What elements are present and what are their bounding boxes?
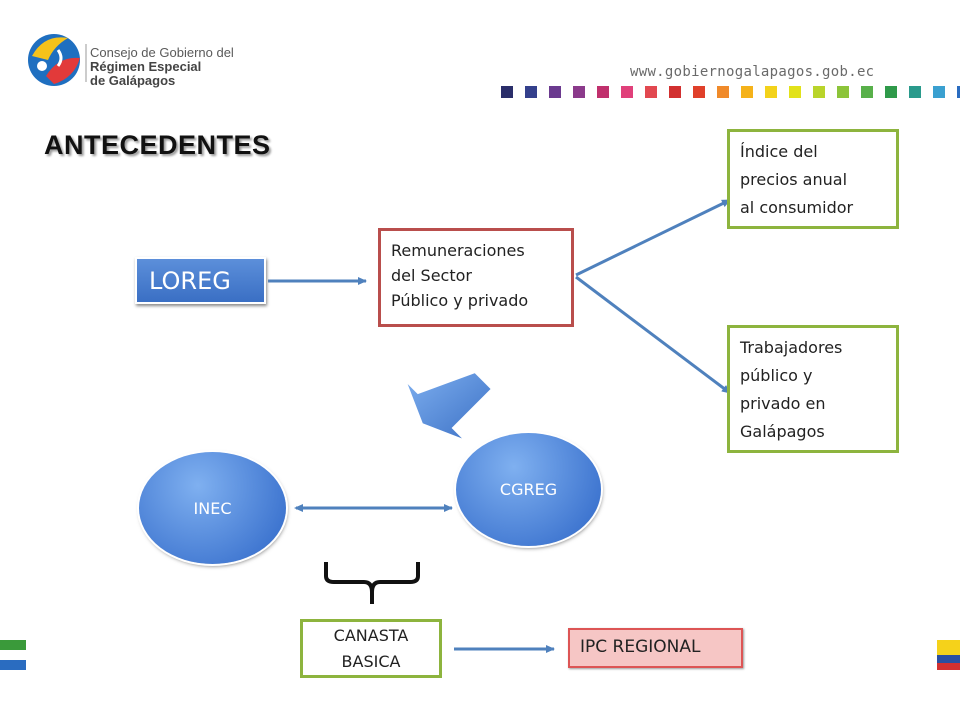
remuneraciones-line-1: Remuneraciones	[391, 241, 525, 260]
logo-emblem	[28, 34, 87, 86]
cgreg-circle: CGREG	[456, 433, 601, 546]
color-square	[861, 86, 873, 98]
trabajadores-line-2: público y	[740, 366, 813, 385]
color-square	[885, 86, 897, 98]
loreg-box: LOREG	[135, 257, 266, 304]
color-square	[717, 86, 729, 98]
color-square	[813, 86, 825, 98]
trabajadores-box: Trabajadores público y privado en Galápa…	[727, 325, 899, 453]
color-square	[669, 86, 681, 98]
color-square	[525, 86, 537, 98]
trabajadores-line-1: Trabajadores	[740, 338, 843, 357]
remuneraciones-line-2: del Sector	[391, 266, 472, 285]
canasta-line-2: BASICA	[341, 652, 401, 671]
logo-line-3: de Galápagos	[90, 73, 176, 88]
color-square	[573, 86, 585, 98]
logo-line-2: Régimen Especial	[90, 59, 202, 74]
curly-brace	[324, 562, 420, 604]
arrow-remuneraciones-indice	[575, 198, 731, 277]
color-square	[621, 86, 633, 98]
remuneraciones-box: Remuneraciones del Sector Público y priv…	[378, 228, 574, 327]
logo-line-1: Consejo de Gobierno del	[90, 45, 234, 60]
arrow-remuneraciones-trabajadores	[575, 275, 731, 395]
color-square	[501, 86, 513, 98]
color-square	[933, 86, 945, 98]
big-block-arrow	[404, 370, 494, 442]
color-square	[957, 86, 960, 98]
color-squares-strip	[501, 86, 960, 98]
color-square	[837, 86, 849, 98]
ecuador-flag-icon	[937, 640, 960, 670]
canasta-line-1: CANASTA	[333, 626, 409, 645]
slide-title: ANTECEDENTES	[44, 130, 271, 160]
website-url: www.gobiernogalapagos.gob.ec	[630, 64, 875, 80]
trabajadores-line-4: Galápagos	[740, 422, 825, 441]
remuneraciones-line-3: Público y privado	[391, 291, 529, 310]
indice-box: Índice del precios anual al consumidor	[727, 129, 899, 229]
logo-text: Consejo de Gobierno del Régimen Especial…	[90, 46, 234, 88]
inec-circle: INEC	[139, 452, 286, 564]
color-square	[909, 86, 921, 98]
color-square	[549, 86, 561, 98]
indice-line-2: precios anual	[740, 170, 848, 189]
indice-line-1: Índice del	[740, 142, 818, 161]
color-square	[597, 86, 609, 98]
color-square	[765, 86, 777, 98]
indice-line-3: al consumidor	[740, 198, 854, 217]
ipc-regional-box: IPC REGIONAL	[568, 628, 743, 668]
color-square	[789, 86, 801, 98]
trabajadores-line-3: privado en	[740, 394, 826, 413]
canasta-basica-box: CANASTA BASICA	[300, 619, 442, 678]
color-square	[741, 86, 753, 98]
color-square	[693, 86, 705, 98]
color-square	[645, 86, 657, 98]
galapagos-flag-icon	[0, 640, 26, 670]
